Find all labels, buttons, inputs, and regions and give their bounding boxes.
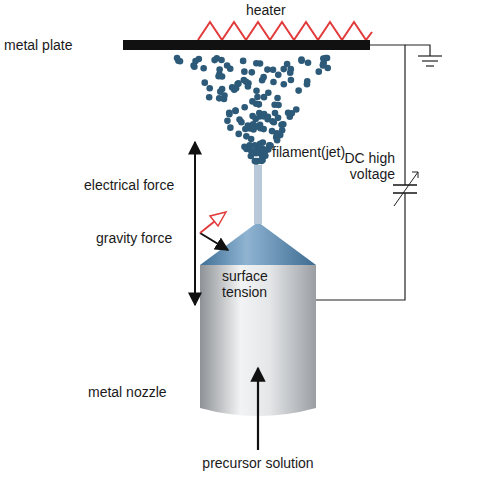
solution-label: precursor solution bbox=[178, 455, 338, 471]
droplet bbox=[174, 55, 181, 62]
droplet bbox=[304, 78, 311, 85]
droplet bbox=[248, 147, 255, 154]
droplet bbox=[269, 128, 276, 135]
droplet bbox=[271, 119, 278, 126]
voltage-wire bbox=[316, 193, 405, 300]
droplet bbox=[253, 60, 260, 67]
heater-coil bbox=[198, 22, 372, 40]
nozzle-label: metal nozzle bbox=[88, 384, 196, 400]
droplet bbox=[278, 122, 285, 129]
droplet bbox=[274, 95, 281, 102]
droplet bbox=[260, 74, 267, 81]
force-label: surface tension bbox=[222, 268, 294, 300]
droplet bbox=[235, 131, 242, 138]
electrical-force-arrow bbox=[194, 142, 196, 305]
droplet bbox=[279, 122, 286, 129]
droplet bbox=[262, 147, 269, 154]
droplet bbox=[275, 72, 282, 79]
droplet bbox=[226, 111, 233, 118]
droplet bbox=[261, 94, 268, 101]
droplet bbox=[232, 108, 239, 115]
heater-label: heater bbox=[246, 2, 306, 18]
droplet bbox=[270, 66, 277, 73]
droplet bbox=[270, 79, 277, 86]
droplet bbox=[274, 137, 281, 144]
droplet bbox=[249, 113, 256, 120]
droplet bbox=[295, 87, 302, 94]
resultant-arrow bbox=[200, 212, 226, 233]
droplet bbox=[243, 78, 250, 85]
droplet bbox=[248, 136, 255, 143]
plate-label: metal plate bbox=[4, 37, 114, 53]
droplet bbox=[247, 125, 254, 132]
droplet bbox=[240, 58, 247, 65]
droplet bbox=[206, 94, 213, 101]
nozzle-cone bbox=[200, 222, 316, 265]
droplet bbox=[227, 124, 234, 131]
droplet bbox=[260, 126, 267, 133]
droplet bbox=[285, 109, 292, 116]
droplet bbox=[272, 110, 279, 117]
droplet bbox=[248, 69, 255, 76]
droplet bbox=[293, 106, 300, 113]
droplet bbox=[254, 94, 261, 101]
surface-tension-arrow bbox=[200, 233, 228, 250]
droplet bbox=[216, 66, 223, 73]
droplet bbox=[206, 85, 213, 92]
droplet bbox=[241, 143, 248, 150]
droplet bbox=[252, 158, 259, 165]
droplet bbox=[232, 107, 239, 114]
force-label: electrical force bbox=[84, 177, 192, 193]
ground-symbol bbox=[418, 56, 442, 66]
droplet bbox=[200, 65, 207, 72]
droplet bbox=[259, 152, 266, 159]
droplet bbox=[219, 73, 226, 80]
droplet bbox=[253, 87, 260, 94]
droplet bbox=[241, 104, 248, 111]
droplet bbox=[281, 81, 288, 88]
droplet bbox=[236, 116, 243, 123]
voltage-label: DC high voltage bbox=[330, 150, 395, 182]
solution-flow-arrow bbox=[257, 368, 259, 450]
metal-plate bbox=[123, 40, 370, 50]
droplet bbox=[305, 59, 312, 66]
droplet bbox=[288, 77, 295, 84]
filament-jet bbox=[254, 165, 262, 224]
droplet bbox=[216, 95, 223, 102]
droplet bbox=[265, 113, 272, 120]
droplet bbox=[201, 79, 208, 86]
force-label: gravity force bbox=[96, 230, 192, 246]
droplet bbox=[280, 66, 287, 73]
ground-lead bbox=[405, 45, 430, 56]
droplet bbox=[211, 57, 218, 64]
droplet bbox=[217, 88, 224, 95]
droplet bbox=[315, 68, 322, 75]
droplet bbox=[298, 57, 305, 64]
droplet bbox=[233, 85, 240, 92]
droplet bbox=[227, 66, 234, 73]
droplet bbox=[249, 98, 256, 105]
droplet bbox=[241, 68, 248, 75]
droplet bbox=[275, 102, 282, 109]
droplet bbox=[287, 66, 294, 73]
droplet bbox=[320, 62, 327, 69]
droplet bbox=[191, 63, 198, 70]
droplet bbox=[224, 118, 231, 125]
droplet bbox=[257, 141, 264, 148]
droplet bbox=[192, 58, 199, 65]
